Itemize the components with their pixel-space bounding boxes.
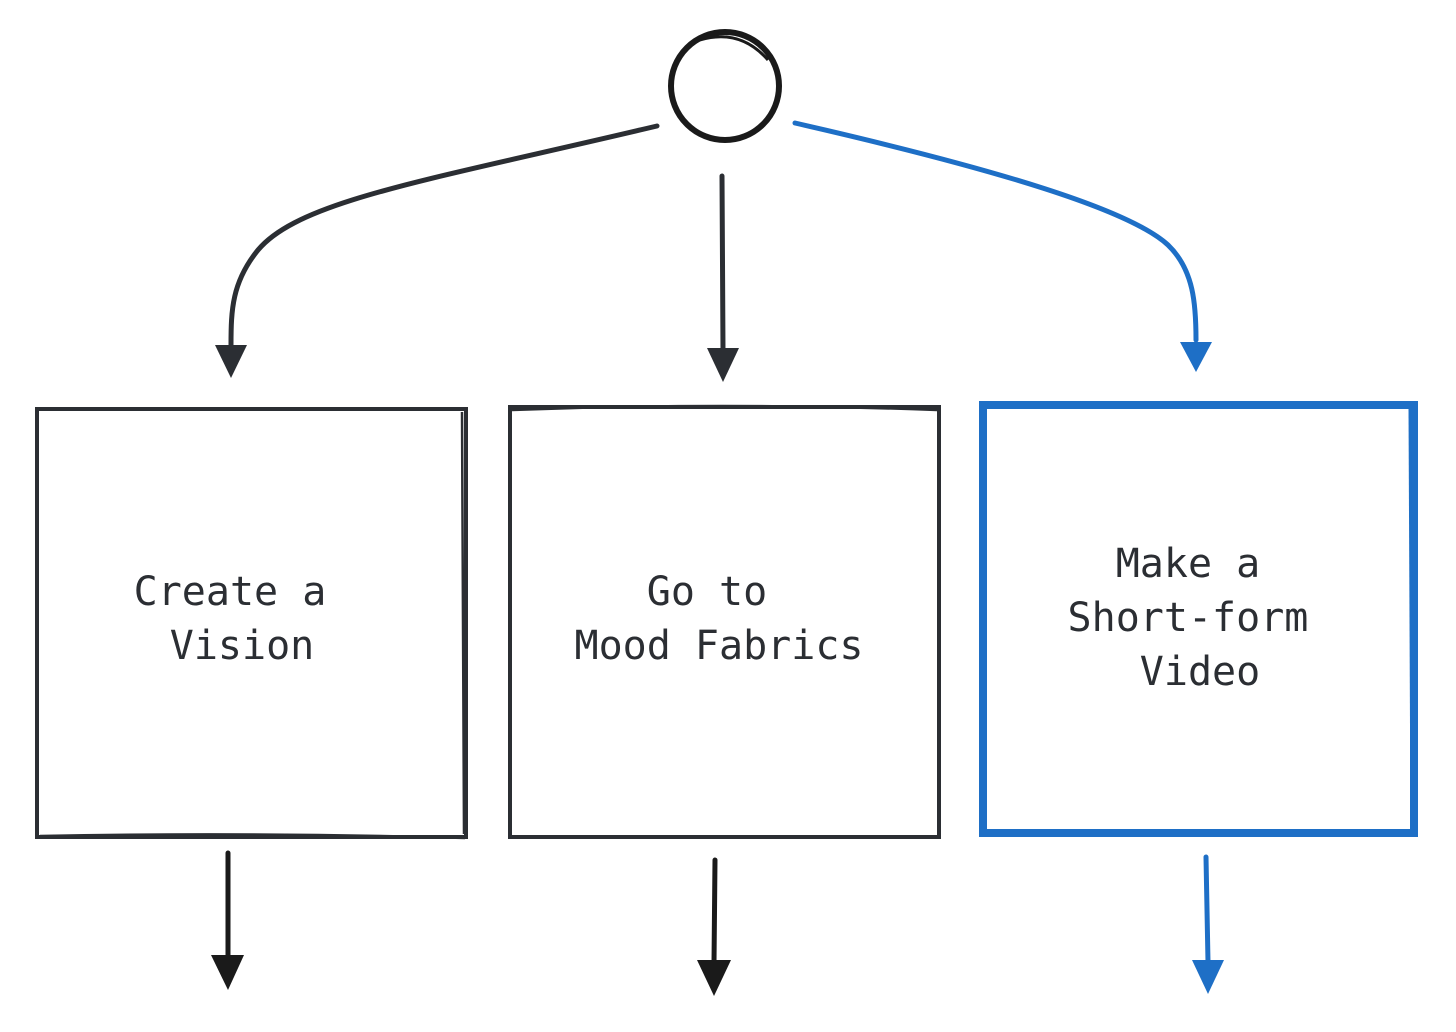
node-label-line: Create a: [134, 569, 327, 615]
connector-line: [792, 120, 1199, 343]
outgoing-arrow-short-form-video: [1192, 854, 1224, 994]
arrowhead-icon: [1192, 960, 1224, 994]
arrowhead-icon: [707, 348, 739, 382]
arrowhead-icon: [211, 955, 244, 990]
outgoing-arrow-mood-fabrics: [697, 857, 731, 996]
connector-to-short-form-video: [792, 120, 1212, 372]
node-label-line: Video: [1140, 649, 1260, 695]
connector-to-mood-fabrics: [707, 173, 739, 382]
connector-line: [711, 857, 718, 966]
arrowhead-icon: [1180, 342, 1212, 372]
arrowhead-icon: [697, 960, 731, 996]
arrowhead-icon: [215, 345, 247, 378]
node-label: Go to Mood Fabrics: [575, 569, 864, 669]
node-box: [35, 407, 468, 839]
start-circle-sketch-stroke: [699, 35, 770, 61]
node-label-line: Mood Fabrics: [575, 623, 864, 669]
connector-to-create-vision: [215, 123, 660, 378]
connector-line: [719, 173, 726, 353]
node-label: Create a Vision: [134, 569, 351, 669]
node-label-line: Go to: [647, 569, 767, 615]
node-box-sketch-stroke: [1408, 407, 1414, 833]
node-label-line: Make a: [1116, 541, 1261, 587]
start-node[interactable]: [668, 29, 782, 143]
node-box: [979, 401, 1418, 837]
node-create-vision[interactable]: Create a Vision: [35, 407, 468, 840]
node-box: [508, 405, 941, 839]
node-label-line: Short-form: [1068, 595, 1309, 641]
connector-line: [1203, 854, 1211, 965]
start-circle: [668, 29, 782, 143]
node-label: Make a Short-form Video: [1068, 541, 1333, 695]
outgoing-arrow-create-vision: [211, 850, 244, 990]
node-label-line: Vision: [170, 623, 315, 669]
node-short-form-video[interactable]: Make a Short-form Video: [979, 401, 1418, 837]
connector-line: [228, 123, 660, 348]
node-box-sketch-stroke: [511, 404, 938, 412]
node-mood-fabrics[interactable]: Go to Mood Fabrics: [508, 404, 941, 839]
node-box-sketch-stroke: [39, 411, 466, 840]
